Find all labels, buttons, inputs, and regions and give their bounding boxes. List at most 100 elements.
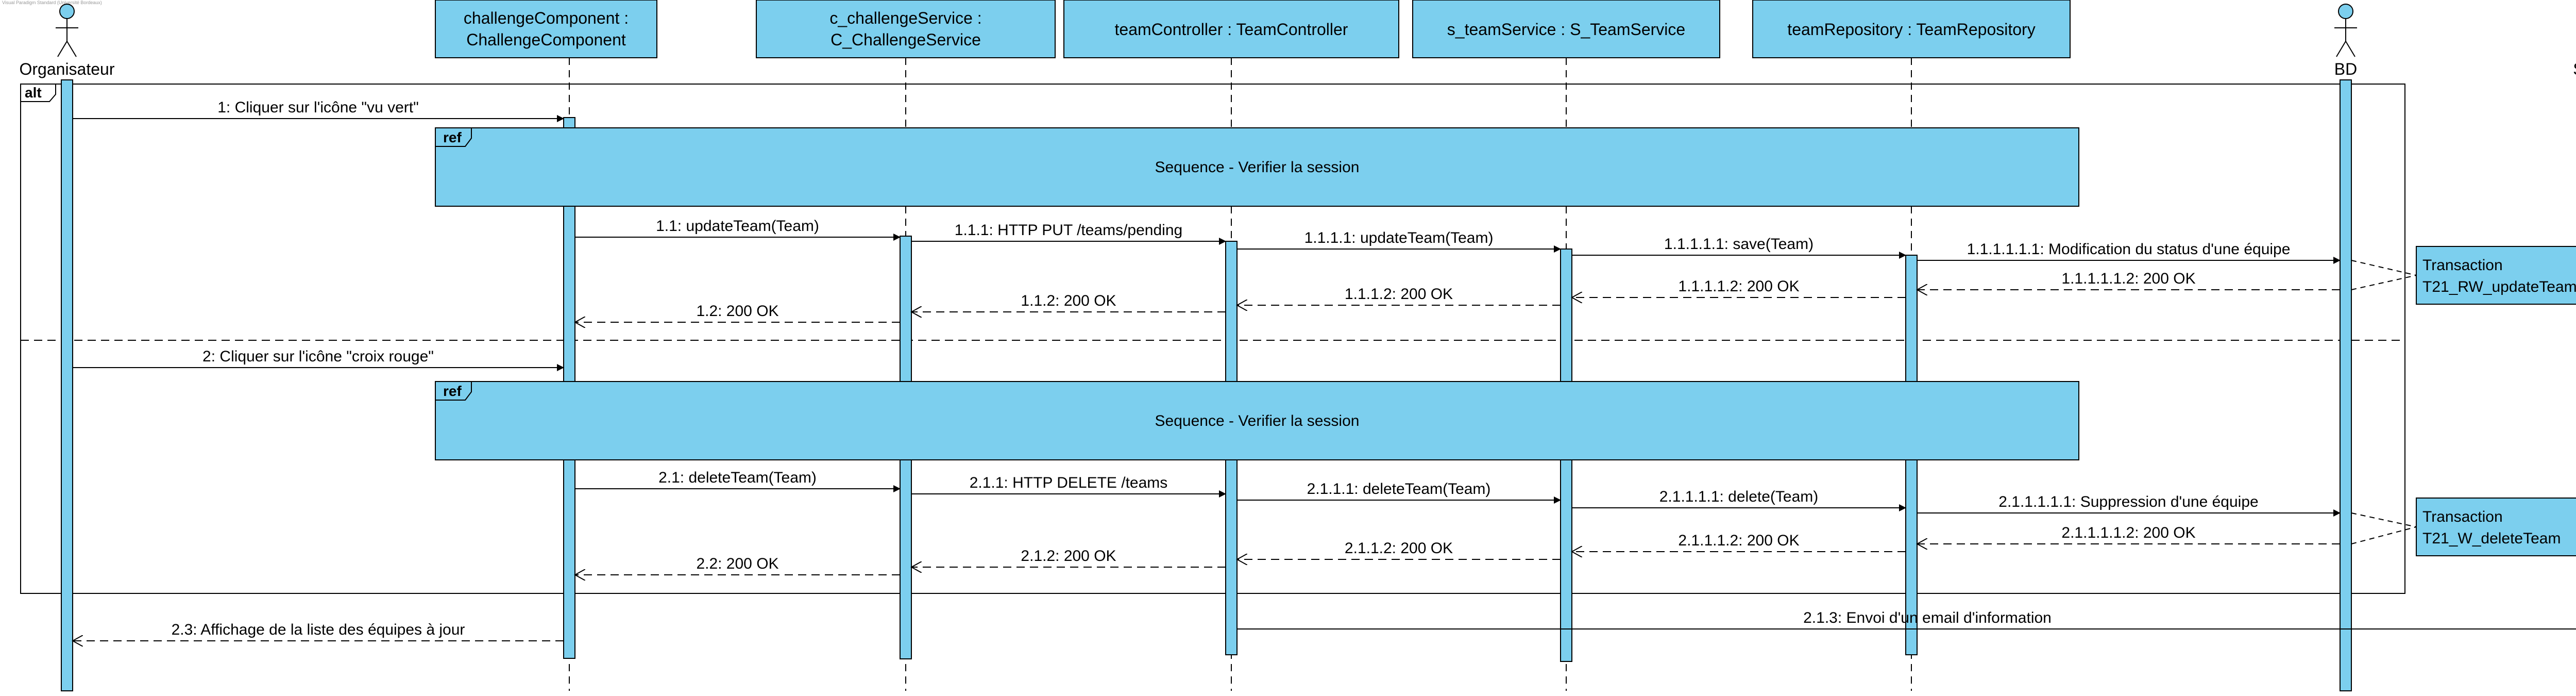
message: 1.1.1: HTTP PUT /teams/pending — [911, 222, 1226, 245]
actor-label: Serveur mail — [2573, 60, 2576, 78]
message: 2.2: 200 OK — [575, 555, 900, 575]
actor-mail: Serveur mail — [2573, 60, 2576, 78]
lifeline-head-teamctrl: teamController : TeamController — [1063, 0, 1399, 58]
message: 2: Cliquer sur l'icône "croix rouge" — [73, 348, 564, 371]
message: 1.1.1.1.1.2: 200 OK — [1917, 270, 2340, 290]
note-anchor — [2351, 275, 2417, 290]
note-anchor — [2351, 260, 2417, 276]
note-line1: Transaction — [2422, 508, 2503, 525]
message: 2.3: Affichage de la liste des équipes à… — [73, 621, 564, 641]
message: 2.1.1.1.2: 200 OK — [1572, 532, 1906, 552]
message-label: 2: Cliquer sur l'icône "croix rouge" — [202, 348, 434, 365]
message: 1.1.1.1.1.1: Modification du status d'un… — [1917, 241, 2341, 264]
message-label: 1.1: updateTeam(Team) — [656, 218, 819, 235]
actor-bd: BD — [2334, 4, 2357, 78]
lifeline-box — [1412, 0, 1720, 58]
notes: TransactionT21_RW_updateTeamTransactionT… — [2351, 246, 2576, 556]
lifeline-name-line2: ChallengeComponent — [466, 30, 626, 49]
lifeline-box — [1752, 0, 2071, 58]
lifeline-name-line1: challengeComponent : — [464, 9, 629, 27]
message: 2.1.2: 200 OK — [911, 548, 1226, 567]
ref-tag-label: ref — [443, 383, 462, 399]
message-label: 1: Cliquer sur l'icône "vu vert" — [217, 99, 419, 116]
message-label: 1.1.1.1.1: save(Team) — [1664, 236, 1814, 253]
lifeline-box — [1063, 0, 1399, 58]
message: 1.1.2: 200 OK — [911, 292, 1226, 312]
message-label: 2.1.1: HTTP DELETE /teams — [970, 474, 1168, 491]
message-label: 2.2: 200 OK — [696, 555, 778, 572]
note-line2: T21_W_deleteTeam — [2422, 530, 2561, 547]
message: 1.1.1.1.1: save(Team) — [1572, 236, 1906, 259]
message-label: 1.1.1.1: updateTeam(Team) — [1304, 229, 1494, 246]
actor-leg-icon — [66, 41, 77, 57]
lifeline-head-steam: s_teamService : S_TeamService — [1412, 0, 1720, 58]
actor-organisateur: Organisateur — [20, 4, 115, 78]
actor-head-icon — [59, 4, 75, 19]
note-line2: T21_RW_updateTeam — [2422, 278, 2576, 295]
message: 1.1: updateTeam(Team) — [575, 218, 901, 241]
ref-tag-label: ref — [443, 129, 462, 145]
ref-box — [435, 127, 2079, 207]
lifeline-box — [756, 0, 1056, 58]
watermark-text: Visual Paradigm Standard (Université Bor… — [2, 0, 102, 5]
note-line1: Transaction — [2422, 257, 2503, 274]
alt-fragment: alt — [20, 84, 2405, 594]
alt-operator-label: alt — [25, 85, 42, 101]
message: 2.1.1.1.1.2: 200 OK — [1917, 524, 2340, 544]
message-label: 2.1: deleteTeam(Team) — [658, 469, 817, 486]
message: 1.1.1.1: updateTeam(Team) — [1237, 229, 1561, 253]
lifeline-head-teamrepo: teamRepository : TeamRepository — [1752, 0, 2071, 58]
message-label: 2.1.1.1.1: delete(Team) — [1659, 488, 1819, 505]
message: 2.1.1.1.1: delete(Team) — [1572, 488, 1906, 511]
message: 2.1.1.2: 200 OK — [1237, 540, 1561, 559]
ref-label: Sequence - Verifier la session — [1155, 159, 1360, 176]
lifeline-heads: challengeComponent : ChallengeComponent c_… — [20, 0, 2576, 78]
message-label: 1.1.1: HTTP PUT /teams/pending — [955, 222, 1182, 239]
actor-label: Organisateur — [20, 60, 115, 78]
activation-organisateur — [61, 79, 73, 691]
actor-leg-icon — [2336, 41, 2346, 57]
message-label: 1.1.1.2: 200 OK — [1345, 286, 1453, 303]
ref-box — [435, 381, 2079, 460]
ref-tag — [435, 127, 472, 147]
actor-leg-icon — [57, 41, 67, 57]
message: 2.1.3: Envoi d'un email d'information — [1237, 609, 2576, 629]
message-label: 2.1.1.1.1.1: Suppression d'une équipe — [1998, 493, 2258, 510]
message: 2.1.1.1.1.1: Suppression d'une équipe — [1917, 493, 2341, 517]
message: 1.1.1.1.2: 200 OK — [1572, 278, 1906, 297]
ref-tag — [435, 381, 472, 401]
message-label: 2.1.1.1: deleteTeam(Team) — [1307, 480, 1491, 498]
lifeline-name: teamRepository : TeamRepository — [1787, 20, 2035, 39]
note-anchor — [2351, 512, 2417, 527]
alt-tag — [20, 84, 56, 102]
lifeline-name-line2: C_ChallengeService — [831, 30, 981, 49]
message: 2.1: deleteTeam(Team) — [575, 469, 901, 492]
lifeline-head-cservice: c_challengeService : C_ChallengeService — [756, 0, 1056, 58]
alt-frame — [20, 84, 2405, 594]
message-label: 2.1.1.1.1.2: 200 OK — [2061, 524, 2195, 541]
message: 1: Cliquer sur l'icône "vu vert" — [73, 99, 564, 122]
message-label: 1.1.1.1.2: 200 OK — [1678, 278, 1799, 295]
actor-head-icon — [2338, 4, 2353, 19]
ref-label: Sequence - Verifier la session — [1155, 412, 1360, 429]
note-anchor — [2351, 526, 2417, 544]
note-body — [2416, 498, 2576, 556]
activation-bd — [2340, 79, 2352, 691]
message: 1.2: 200 OK — [575, 303, 900, 322]
message-label: 1.1.1.1.1.2: 200 OK — [2061, 270, 2195, 287]
actor-leg-icon — [2345, 41, 2355, 57]
lifeline-name: teamController : TeamController — [1115, 20, 1348, 39]
actor-label: BD — [2334, 60, 2357, 78]
lifeline-head-challenge: challengeComponent : ChallengeComponent — [435, 0, 657, 58]
lifeline-name-line1: c_challengeService : — [829, 9, 981, 27]
message-label: 2.1.1.2: 200 OK — [1345, 540, 1453, 557]
message: 2.1.1.1: deleteTeam(Team) — [1237, 480, 1561, 504]
message-label: 2.1.2: 200 OK — [1021, 548, 1116, 565]
messages: 1: Cliquer sur l'icône "vu vert" 1.1: upd… — [73, 99, 2576, 641]
